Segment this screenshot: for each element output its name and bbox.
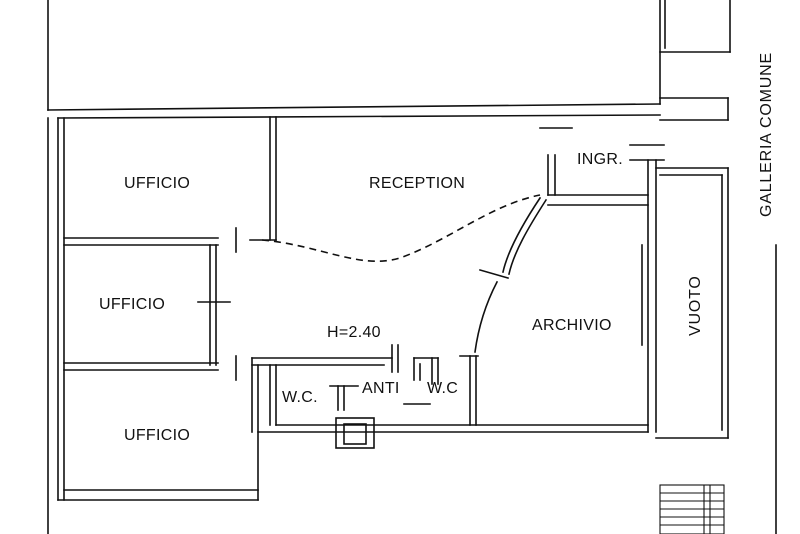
room-label-ufficio-mid: UFFICIO xyxy=(99,296,166,313)
room-label-vuoto: VUOTO xyxy=(687,275,704,336)
exterior-wall-left xyxy=(47,0,65,534)
room-label-reception: RECEPTION xyxy=(369,175,466,192)
room-label-archivio: ARCHIVIO xyxy=(532,317,612,334)
external-structure-top-right xyxy=(659,0,731,121)
door-swing-curves xyxy=(261,194,548,353)
room-label-anti: ANTI xyxy=(362,380,400,397)
stairs-bottom-right xyxy=(659,484,725,534)
exterior-wall-top xyxy=(47,103,661,241)
room-label-wc-left: W.C. xyxy=(282,389,318,406)
room-label-ingresso: INGR. xyxy=(577,151,623,168)
vuoto-strip xyxy=(641,167,729,439)
office-partitions xyxy=(57,227,259,501)
room-label-ufficio-bottom: UFFICIO xyxy=(124,427,191,444)
wc-block-walls xyxy=(251,344,649,501)
reception-walls xyxy=(539,127,665,433)
room-label-wc-right: W.C xyxy=(427,380,459,397)
height-note: H=2.40 xyxy=(327,324,381,341)
corridor-label-galleria-comune: GALLERIA COMUNE xyxy=(758,52,775,217)
room-label-ufficio-top: UFFICIO xyxy=(124,175,191,192)
